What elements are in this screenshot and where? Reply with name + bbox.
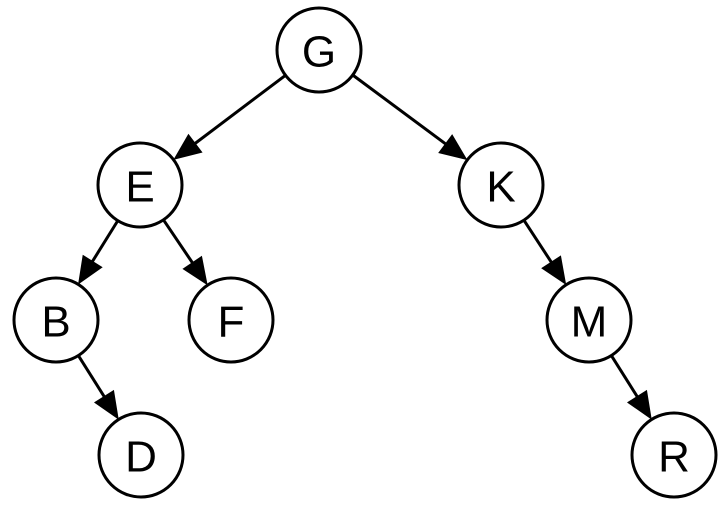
node-label: M bbox=[571, 298, 608, 347]
edge-line bbox=[352, 74, 449, 147]
arrowhead-icon bbox=[541, 255, 567, 286]
tree-node-d[interactable]: D bbox=[97, 411, 185, 499]
arrowhead-icon bbox=[438, 134, 468, 161]
tree-edge-g-to-e bbox=[173, 74, 286, 160]
node-circle[interactable] bbox=[457, 141, 545, 229]
tree-node-k[interactable]: K bbox=[457, 141, 545, 229]
node-circle[interactable] bbox=[630, 411, 718, 499]
edge-line bbox=[162, 219, 196, 267]
tree-edge-e-to-f bbox=[162, 219, 208, 286]
nodes-layer: G E K B F M D R bbox=[12, 6, 718, 499]
node-circle[interactable] bbox=[12, 276, 100, 364]
node-label: K bbox=[486, 163, 515, 212]
tree-node-m[interactable]: M bbox=[545, 276, 633, 364]
edge-line bbox=[77, 355, 108, 400]
edge-line bbox=[523, 220, 555, 266]
node-label: F bbox=[218, 298, 245, 347]
tree-node-e[interactable]: E bbox=[96, 141, 184, 229]
tree-node-g[interactable]: G bbox=[275, 6, 363, 94]
node-circle[interactable] bbox=[97, 411, 185, 499]
node-circle[interactable] bbox=[187, 276, 275, 364]
tree-node-b[interactable]: B bbox=[12, 276, 100, 364]
edge-line bbox=[191, 74, 286, 147]
arrowhead-icon bbox=[627, 389, 652, 420]
edge-line bbox=[89, 220, 119, 265]
node-label: G bbox=[302, 28, 336, 77]
node-label: D bbox=[125, 433, 157, 482]
arrowhead-icon bbox=[94, 389, 119, 420]
arrowhead-icon bbox=[78, 254, 103, 285]
edge-line bbox=[610, 355, 641, 400]
node-circle[interactable] bbox=[545, 276, 633, 364]
tree-edge-b-to-d bbox=[77, 355, 119, 420]
arrowhead-icon bbox=[182, 255, 208, 286]
tree-edge-e-to-b bbox=[78, 220, 119, 285]
tree-edge-g-to-k bbox=[352, 74, 468, 161]
tree-edge-m-to-r bbox=[610, 355, 652, 420]
node-circle[interactable] bbox=[275, 6, 363, 94]
edges-layer bbox=[77, 74, 652, 420]
node-circle[interactable] bbox=[96, 141, 184, 229]
tree-edge-k-to-m bbox=[523, 220, 567, 286]
node-label: R bbox=[658, 433, 690, 482]
node-label: B bbox=[41, 298, 70, 347]
tree-node-f[interactable]: F bbox=[187, 276, 275, 364]
arrowhead-icon bbox=[173, 133, 203, 160]
node-label: E bbox=[125, 163, 154, 212]
tree-node-r[interactable]: R bbox=[630, 411, 718, 499]
